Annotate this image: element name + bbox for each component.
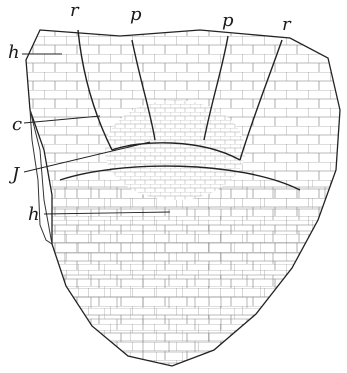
- label-c: c: [12, 114, 22, 135]
- label-p-right: p: [222, 10, 234, 31]
- label-J: J: [8, 164, 21, 185]
- label-h-top: h: [8, 42, 20, 63]
- label-r-left: r: [70, 0, 80, 21]
- label-p-left: p: [130, 4, 142, 25]
- label-h-bottom: h: [28, 204, 40, 225]
- label-r-right: r: [282, 14, 292, 35]
